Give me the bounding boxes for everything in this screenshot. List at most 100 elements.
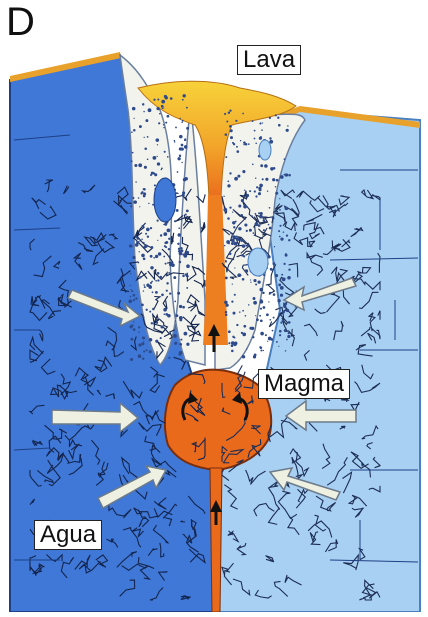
breccia-dot — [256, 318, 259, 321]
breccia-dot — [258, 192, 261, 195]
breccia-dot — [150, 227, 152, 229]
breccia-dot — [265, 334, 267, 336]
breccia-dot — [249, 190, 251, 192]
breccia-dot — [284, 158, 286, 160]
breccia-dot — [131, 160, 133, 162]
breccia-dot — [138, 332, 139, 333]
breccia-dot — [261, 129, 263, 131]
breccia-dot — [246, 230, 248, 232]
breccia-dot — [226, 121, 228, 123]
breccia-dot — [246, 194, 249, 197]
breccia-dot — [231, 344, 234, 347]
breccia-dot — [281, 274, 283, 276]
breccia-dot — [174, 220, 176, 222]
breccia-dot — [175, 314, 178, 317]
breccia-dot — [146, 309, 148, 311]
breccia-dot — [180, 339, 182, 341]
breccia-dot — [254, 190, 256, 192]
breccia-dot — [232, 283, 233, 284]
breccia-dot — [254, 138, 256, 140]
breccia-dot — [225, 314, 228, 317]
breccia-dot — [259, 215, 263, 219]
breccia-dot — [258, 212, 260, 214]
breccia-dot — [180, 247, 183, 250]
breccia-dot — [263, 306, 266, 309]
breccia-dot — [280, 237, 283, 240]
breccia-dot — [286, 339, 288, 341]
breccia-dot — [234, 267, 235, 268]
breccia-dot — [157, 240, 158, 241]
breccia-dot — [280, 175, 284, 179]
breccia-dot — [163, 232, 167, 236]
breccia-dot — [239, 311, 240, 312]
breccia-dot — [163, 107, 164, 108]
breccia-dot — [141, 238, 143, 240]
breccia-dot — [144, 166, 147, 169]
breccia-dot — [153, 99, 155, 101]
breccia-dot — [143, 188, 146, 191]
breccia-dot — [278, 346, 279, 347]
breccia-dot — [235, 120, 237, 122]
breccia-dot — [232, 142, 234, 144]
breccia-dot — [231, 239, 234, 242]
breccia-dot — [159, 276, 162, 279]
breccia-dot — [183, 94, 186, 97]
breccia-dot — [242, 355, 245, 358]
breccia-dot — [135, 243, 139, 247]
breccia-dot — [186, 127, 189, 130]
breccia-dot — [156, 138, 160, 142]
breccia-dot — [250, 282, 251, 283]
breccia-dot — [283, 305, 286, 308]
breccia-dot — [161, 326, 164, 329]
breccia-dot — [228, 330, 231, 333]
breccia-dot — [273, 211, 275, 213]
breccia-dot — [273, 293, 276, 296]
breccia-dot — [161, 293, 164, 296]
breccia-dot — [161, 105, 164, 108]
breccia-dot — [267, 341, 268, 342]
breccia-dot — [286, 129, 289, 132]
breccia-dot — [249, 229, 252, 232]
breccia-dot — [133, 118, 134, 119]
breccia-dot — [177, 292, 180, 295]
breccia-dot — [141, 304, 144, 307]
breccia-dot — [242, 113, 244, 115]
breccia-dot — [157, 279, 159, 281]
breccia-dot — [131, 131, 133, 133]
breccia-dot — [245, 245, 247, 247]
breccia-dot — [144, 147, 147, 150]
breccia-dot — [234, 242, 238, 246]
breccia-dot — [182, 191, 185, 194]
breccia-dot — [256, 186, 258, 188]
breccia-dot — [169, 255, 171, 257]
breccia-dot — [167, 156, 169, 158]
breccia-dot — [266, 313, 269, 316]
breccia-dot — [270, 268, 273, 271]
breccia-dot — [276, 341, 278, 343]
breccia-dot — [255, 143, 257, 145]
breccia-dot — [278, 124, 281, 127]
breccia-dot — [229, 206, 231, 208]
breccia-dot — [153, 156, 157, 160]
breccia-dot — [178, 227, 180, 229]
breccia-dot — [174, 140, 175, 141]
breccia-dot — [255, 195, 257, 197]
breccia-dot — [139, 251, 140, 252]
breccia-dot — [147, 158, 149, 160]
breccia-dot — [163, 256, 165, 258]
breccia-dot — [163, 127, 164, 128]
breccia-dot — [157, 162, 160, 165]
breccia-dot — [168, 248, 170, 250]
breccia-dot — [233, 312, 236, 315]
breccia-dot — [139, 276, 141, 278]
breccia-dot — [279, 225, 281, 227]
breccia-dot — [259, 137, 262, 140]
breccia-dot — [231, 242, 234, 245]
breccia-dot — [275, 192, 278, 195]
breccia-dot — [248, 304, 250, 306]
breccia-dot — [232, 336, 234, 338]
breccia-dot — [288, 321, 291, 324]
breccia-dot — [287, 276, 291, 280]
breccia-dot — [174, 141, 176, 143]
breccia-dot — [252, 336, 254, 338]
